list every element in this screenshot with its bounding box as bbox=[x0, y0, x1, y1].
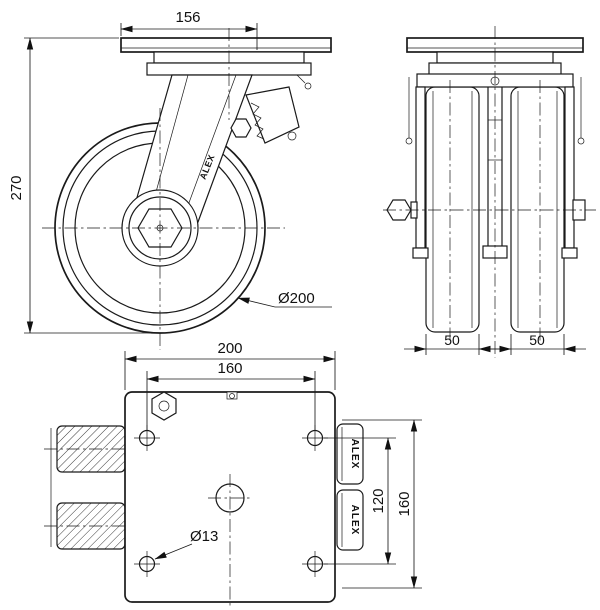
tread-upper: ALEX bbox=[336, 423, 364, 485]
dim-50-left-label: 50 bbox=[444, 332, 460, 348]
tread-lower: ALEX bbox=[336, 489, 364, 551]
dim-200: 200 bbox=[124, 340, 336, 390]
dim-160-vertical-label: 160 bbox=[396, 491, 413, 516]
brand-logo-top-upper: ALEX bbox=[349, 439, 360, 470]
dim-156-label: 156 bbox=[175, 9, 200, 26]
dim-270: 270 bbox=[8, 37, 152, 334]
dim-160-horizontal-label: 160 bbox=[217, 360, 242, 377]
dim-50-right: 50 bbox=[490, 332, 586, 355]
brake-bolt-icon bbox=[230, 118, 252, 138]
dim-156: 156 bbox=[120, 9, 258, 50]
grease-fitting-top-icon bbox=[226, 391, 238, 400]
dim-o13: Ø13 bbox=[154, 528, 218, 560]
fork-legs-front bbox=[405, 77, 585, 259]
mounting-plate-side bbox=[120, 37, 332, 53]
side-view: ALEX 156 bbox=[8, 9, 332, 350]
dim-120-label: 120 bbox=[370, 488, 387, 513]
dim-160-vertical: 160 bbox=[342, 419, 422, 589]
dim-200-label: 200 bbox=[217, 340, 242, 357]
brand-logo-top-lower: ALEX bbox=[349, 505, 360, 536]
wheel-left-front bbox=[425, 86, 480, 333]
brake-lever bbox=[230, 86, 300, 144]
dim-160-horizontal: 160 bbox=[146, 360, 316, 430]
front-view: 50 50 bbox=[383, 26, 596, 358]
dim-o200-label: Ø200 bbox=[278, 290, 315, 307]
bolt-hole-bottom-right bbox=[302, 551, 328, 577]
dim-o13-label: Ø13 bbox=[190, 528, 218, 545]
dim-wheel-diameter: Ø200 bbox=[237, 290, 332, 308]
wheel-right-front bbox=[510, 86, 565, 333]
dim-120: 120 bbox=[324, 437, 396, 565]
bolt-hole-bottom-left bbox=[134, 551, 160, 577]
dim-50-right-label: 50 bbox=[529, 332, 545, 348]
kingpin-nut-top-icon bbox=[151, 391, 177, 421]
top-view: ALEX ALEX 200 160 Ø13 bbox=[44, 340, 422, 608]
brake-spring-icon bbox=[250, 102, 265, 140]
bolt-hole-top-left bbox=[134, 425, 160, 451]
center-hole bbox=[208, 474, 252, 608]
dim-270-label: 270 bbox=[8, 175, 25, 200]
dim-50-left: 50 bbox=[404, 332, 500, 355]
grease-nipple-icon bbox=[304, 82, 312, 90]
